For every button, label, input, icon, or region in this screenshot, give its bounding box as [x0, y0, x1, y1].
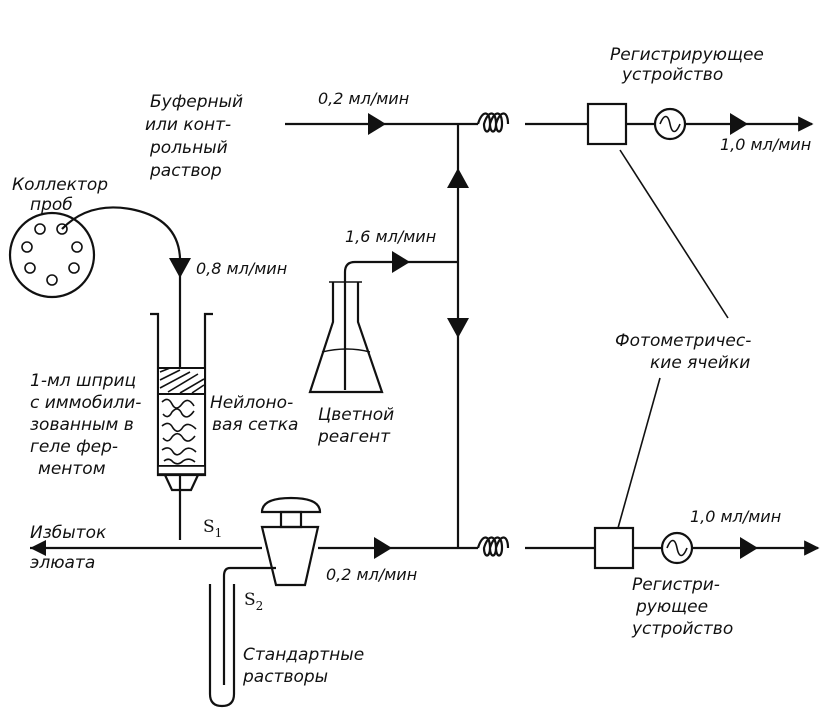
arrow-out-bottom	[740, 537, 758, 559]
recorder-top-label: Регистрирующее устройство	[610, 45, 769, 85]
photometric-cell-top	[586, 102, 628, 146]
pointer-line-top-cell	[619, 149, 729, 319]
arrow-bottom-right	[374, 537, 392, 559]
arrow-down	[447, 318, 469, 338]
arrow-up	[447, 168, 469, 188]
arrow-collector-down	[169, 258, 191, 278]
recorder-bottom-label: Регистри- рующее устройство	[631, 575, 733, 639]
nylon-mesh	[157, 465, 206, 475]
reagent-label: Цветной реагент	[317, 405, 400, 447]
syringe-column	[150, 312, 213, 492]
bottom-flow-line	[30, 496, 820, 587]
arrow-out-top	[730, 113, 748, 135]
photometric-cells-label: Фотометричес- кие ячейки	[615, 331, 757, 373]
photometric-cell-bottom	[593, 526, 635, 570]
collector-label: Коллектор проб	[12, 175, 113, 215]
standards-label: Стандартные растворы	[242, 645, 370, 687]
sample-collector	[8, 206, 191, 540]
arrow-excess-left	[30, 540, 46, 556]
flow-bottom-label: 0,2 мл/мин	[326, 565, 417, 584]
reagent-line	[308, 251, 458, 394]
valve-body	[260, 525, 320, 587]
standards-tube	[208, 566, 276, 708]
flow-out-top-label: 1,0 мл/мин	[720, 135, 811, 154]
mesh-label: Нейлоно- вая сетка	[210, 393, 299, 435]
top-flow-line	[285, 102, 814, 146]
arrow-reagent	[392, 251, 410, 273]
flow-reagent-label: 1,6 мл/мин	[345, 227, 436, 246]
valve-s1-label: S1	[203, 517, 222, 540]
mixing-coil-top	[476, 112, 510, 133]
syringe-label: 1-мл шприц с иммобили- зованным в геле ф…	[30, 371, 147, 479]
column-top-plug	[157, 367, 206, 395]
excess-eluate-label: Избыток элюата	[30, 523, 112, 573]
reagent-flask	[308, 282, 384, 394]
buffer-label: Буферный или конт- рольный раствор	[145, 92, 249, 181]
flow-out-bottom-label: 1,0 мл/мин	[690, 507, 781, 526]
mixing-coil-bottom	[476, 536, 510, 557]
pointer-line-bottom-cell	[617, 377, 661, 529]
valve-s2-label: S2	[244, 590, 263, 613]
arrow-buffer-right	[368, 113, 386, 135]
vertical-splitter	[447, 124, 469, 548]
flow-collector-label: 0,8 мл/мин	[196, 259, 287, 278]
flow-buffer-label: 0,2 мл/мин	[318, 89, 409, 108]
valve-knob	[279, 510, 303, 529]
